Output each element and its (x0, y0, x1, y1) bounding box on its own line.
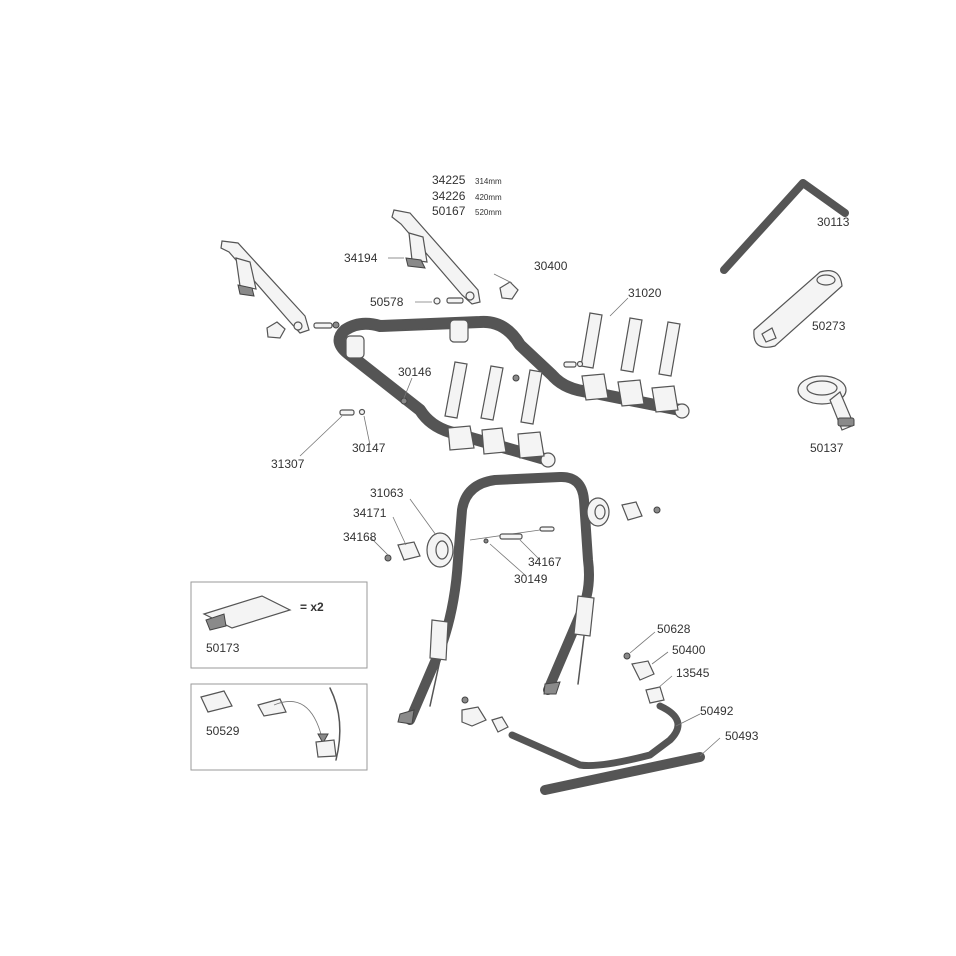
label-50529: 50529 (206, 724, 240, 738)
label-30113: 30113 (817, 215, 850, 229)
label-30149: 30149 (514, 572, 548, 586)
upper-strap-left (220, 240, 340, 339)
wrench (753, 270, 843, 348)
label-50167: 50167 (432, 204, 466, 218)
label-50273: 50273 (812, 319, 846, 333)
hex-key (720, 179, 849, 274)
label-50493: 50493 (725, 729, 759, 743)
label-50137: 50137 (810, 441, 844, 455)
label-31307: 31307 (271, 457, 305, 471)
lower-hoop-frame (397, 471, 595, 725)
ratchet-straps-front (444, 361, 543, 425)
ratchet-straps-rear (580, 312, 681, 377)
cradles-front (447, 425, 545, 459)
label-30146: 30146 (398, 365, 432, 379)
label-50173: 50173 (206, 641, 240, 655)
label-34225-size: 314mm (475, 177, 502, 186)
leader-lines (299, 257, 721, 757)
label-50167-size: 520mm (475, 208, 502, 217)
anti-sway-parts (461, 652, 705, 795)
label-34194: 34194 (344, 251, 378, 265)
inset-box-50529 (190, 683, 368, 771)
label-50400-bottom: 50400 (672, 643, 706, 657)
frame-fasteners (339, 360, 584, 416)
strap-roll (797, 375, 855, 431)
cradles-rear (581, 373, 679, 413)
label-34168: 34168 (343, 530, 377, 544)
label-34226: 34226 (432, 189, 466, 203)
hub-right (539, 497, 661, 532)
label-30400-top: 30400 (534, 259, 568, 273)
part-number-labels: 34225 314mm 34226 420mm 50167 520mm 3419… (206, 173, 850, 743)
label-34167: 34167 (528, 555, 562, 569)
label-30147: 30147 (352, 441, 386, 455)
upper-strap-center (391, 209, 519, 305)
label-50628: 50628 (657, 622, 691, 636)
label-50578: 50578 (370, 295, 404, 309)
main-frame-arms (333, 315, 690, 468)
label-x2: = x2 (300, 600, 324, 614)
label-34226-size: 420mm (475, 193, 502, 202)
label-50492: 50492 (700, 704, 734, 718)
label-31063: 31063 (370, 486, 404, 500)
inset-box-50173 (190, 581, 368, 669)
label-13545: 13545 (676, 666, 710, 680)
label-31020: 31020 (628, 286, 662, 300)
label-34225: 34225 (432, 173, 466, 187)
hub-left (384, 529, 541, 568)
label-34171: 34171 (353, 506, 387, 520)
